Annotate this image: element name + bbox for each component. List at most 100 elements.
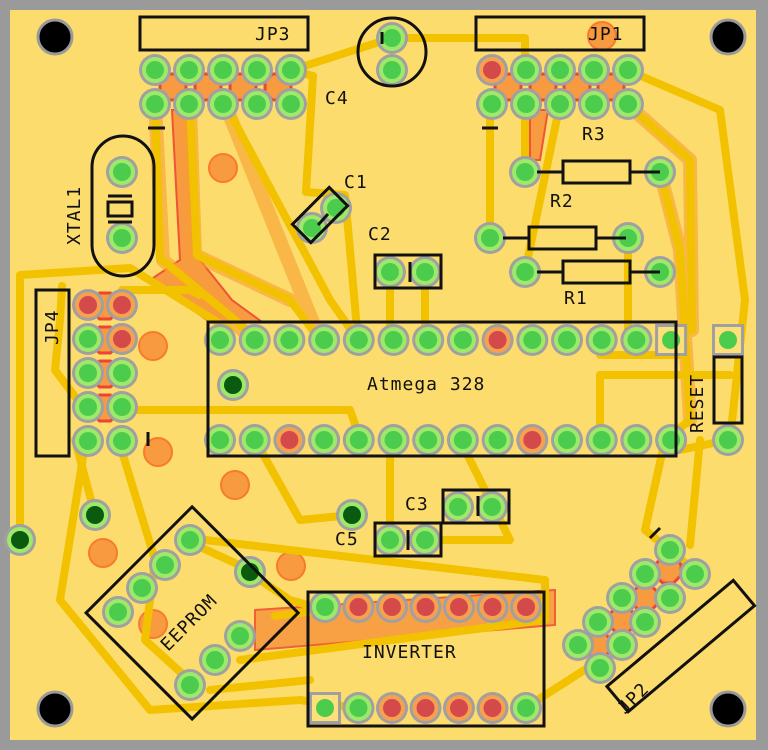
mcu-marker-pad xyxy=(217,369,249,401)
mounting-holes xyxy=(36,18,747,728)
r2-body xyxy=(503,225,626,251)
jp3-outline xyxy=(138,15,310,52)
jp1-outline xyxy=(474,15,646,52)
mcu-pin-bottom xyxy=(238,424,271,456)
jp4-pin xyxy=(106,323,138,355)
mcu-pin-bottom xyxy=(655,424,688,456)
inverter-pin-top xyxy=(376,591,408,623)
jp1-pin xyxy=(510,88,542,120)
c3-outline xyxy=(441,488,511,525)
xtal1-pin xyxy=(106,222,138,254)
jp2-pin xyxy=(582,606,614,638)
jp2-pin xyxy=(654,534,686,566)
jp3-pin xyxy=(139,54,171,86)
xtal1-pin xyxy=(106,156,138,188)
jp4-pin xyxy=(106,357,138,389)
mcu-pin-bottom xyxy=(551,424,583,456)
label-r2: R2 xyxy=(550,191,574,212)
c5-outline xyxy=(373,521,443,558)
mcu-pin-top xyxy=(308,324,341,356)
jp1-pin xyxy=(476,54,508,86)
mcu-pin-top xyxy=(412,324,445,356)
reset-outline xyxy=(712,355,744,425)
mcu-outline xyxy=(206,320,678,458)
mcu-pin-top xyxy=(551,324,583,356)
jp2-pin xyxy=(562,629,594,661)
label-c3: C3 xyxy=(405,494,429,515)
label-reset: RESET xyxy=(687,374,708,433)
jp4-pin xyxy=(72,357,104,389)
mcu-pin-bottom xyxy=(412,424,445,456)
via xyxy=(4,524,36,556)
via xyxy=(336,499,368,531)
mcu-pin-top xyxy=(377,324,410,356)
c2-pin xyxy=(409,256,441,288)
jp1-pin xyxy=(544,54,576,86)
inverter-pin-bottom xyxy=(510,692,542,724)
mcu-pin-bottom xyxy=(273,424,306,456)
jp2-pin xyxy=(606,582,638,614)
eeprom-pin xyxy=(224,620,256,652)
label-mcu: Atmega 328 xyxy=(367,374,485,395)
inverter-pin-bottom xyxy=(376,692,408,724)
mounting-hole-bottom-right xyxy=(709,690,747,728)
mounting-hole-bottom-left xyxy=(36,690,74,728)
jp3-pin xyxy=(173,88,205,120)
jp2-pin xyxy=(654,582,686,614)
mcu-pin-bottom xyxy=(516,424,549,456)
eeprom-pin xyxy=(174,669,206,701)
c3-pin xyxy=(476,491,508,523)
c2-pin xyxy=(374,256,406,288)
mcu-pin-bottom xyxy=(481,424,514,456)
eeprom-pin xyxy=(174,524,206,556)
label-inverter: INVERTER xyxy=(362,642,457,663)
inverter-pin-bottom xyxy=(342,692,375,724)
mcu-pin-top xyxy=(655,324,688,356)
inverter-pin-bottom xyxy=(443,692,475,724)
label-c2: C2 xyxy=(368,224,392,245)
mcu-pin-bottom xyxy=(585,424,618,456)
c4-pin xyxy=(376,22,408,54)
jp1-pin xyxy=(612,54,644,86)
c3-pin xyxy=(442,491,474,523)
inverter-pin-bottom xyxy=(476,692,509,724)
c5-pin xyxy=(374,524,406,556)
mcu-pin-top xyxy=(585,324,618,356)
mcu-pin-bottom xyxy=(204,424,236,456)
eeprom-pin xyxy=(126,572,158,604)
jp1-pin xyxy=(476,88,508,120)
reset-pin xyxy=(712,424,744,456)
inverter-pin-top xyxy=(510,591,542,623)
eeprom-outline xyxy=(83,504,301,722)
jp2-pin xyxy=(629,558,661,590)
label-xtal1: XTAL1 xyxy=(64,186,85,245)
r1-pin xyxy=(509,256,541,288)
jp3-pin xyxy=(275,88,307,120)
c2-outline xyxy=(373,253,443,290)
mcu-pin-top xyxy=(446,324,479,356)
inverter-pin-top xyxy=(309,591,341,623)
label-c4: C4 xyxy=(325,88,349,109)
inverter-pin-top xyxy=(476,591,509,623)
jp1-pin xyxy=(612,88,644,120)
jp2-outline xyxy=(604,578,757,714)
resistors xyxy=(503,159,660,285)
eeprom-pin xyxy=(102,596,134,628)
jp4-pin xyxy=(106,289,138,321)
mcu-pin-bottom xyxy=(446,424,479,456)
silkscreen xyxy=(34,15,757,728)
mounting-hole-top-right xyxy=(709,18,747,56)
jp2-pin xyxy=(629,606,661,638)
pads-layer xyxy=(4,22,744,724)
mcu-pin-top xyxy=(342,324,375,356)
r3-pin xyxy=(509,156,541,188)
jp2-pin xyxy=(584,652,616,684)
label-jp4: JP4 xyxy=(42,309,63,345)
r2-pin xyxy=(474,222,506,254)
jp3-pin xyxy=(207,54,239,86)
mcu-pin-top xyxy=(273,324,306,356)
inverter-pin-top xyxy=(409,591,442,623)
r1-body xyxy=(537,259,660,285)
jp2-pin xyxy=(606,629,638,661)
